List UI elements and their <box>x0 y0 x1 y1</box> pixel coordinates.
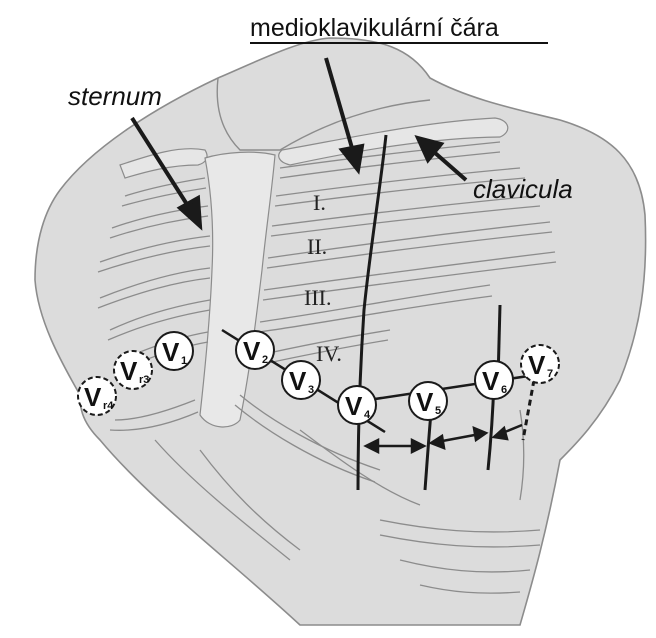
clavicle-right <box>278 117 509 166</box>
svg-text:r3: r3 <box>139 374 149 386</box>
svg-text:1: 1 <box>181 355 187 367</box>
svg-text:V: V <box>528 350 546 380</box>
svg-text:V: V <box>162 337 180 367</box>
rib-label-2: II. <box>307 234 327 259</box>
svg-text:6: 6 <box>501 384 507 396</box>
v7-dashed-line <box>521 379 536 441</box>
pointer-arrows <box>130 57 468 231</box>
sternum-label: sternum <box>68 81 162 111</box>
electrode-v5: V 5 <box>408 381 448 421</box>
rib-label-1: I. <box>313 190 326 215</box>
svg-text:5: 5 <box>435 405 441 417</box>
svg-text:V: V <box>345 391 363 421</box>
svg-text:r4: r4 <box>103 400 114 412</box>
svg-text:V: V <box>84 382 102 412</box>
electrode-v4: V 4 <box>337 385 377 425</box>
svg-text:V: V <box>482 366 500 396</box>
svg-text:V: V <box>416 387 434 417</box>
svg-text:3: 3 <box>308 384 314 396</box>
rib-label-4: IV. <box>316 341 342 366</box>
electrode-vr4: V r4 <box>77 376 117 416</box>
lower-ribs <box>109 394 541 594</box>
electrode-v6: V 6 <box>474 360 514 400</box>
rib-label-3: III. <box>304 285 331 310</box>
svg-text:2: 2 <box>262 354 268 366</box>
sternum-bone <box>199 151 276 428</box>
electrode-v7: V 7 <box>520 344 560 384</box>
electrode-v2: V 2 <box>235 330 275 370</box>
title-label: medioklavikulární čára <box>250 14 499 42</box>
ribs-right <box>253 141 557 367</box>
torso <box>34 37 647 626</box>
clavicula-label: clavicula <box>473 174 573 204</box>
electrode-vr3: V r3 <box>113 350 153 390</box>
spacing-arrows <box>363 423 523 455</box>
svg-text:V: V <box>243 336 261 366</box>
electrode-v1: V 1 <box>154 331 194 371</box>
electrode-v3: V 3 <box>281 360 321 400</box>
midclavicular-line <box>356 134 388 491</box>
svg-text:V: V <box>120 356 138 386</box>
svg-text:4: 4 <box>364 409 371 421</box>
svg-text:V: V <box>289 366 307 396</box>
neck <box>216 77 431 151</box>
svg-text:7: 7 <box>547 368 553 380</box>
